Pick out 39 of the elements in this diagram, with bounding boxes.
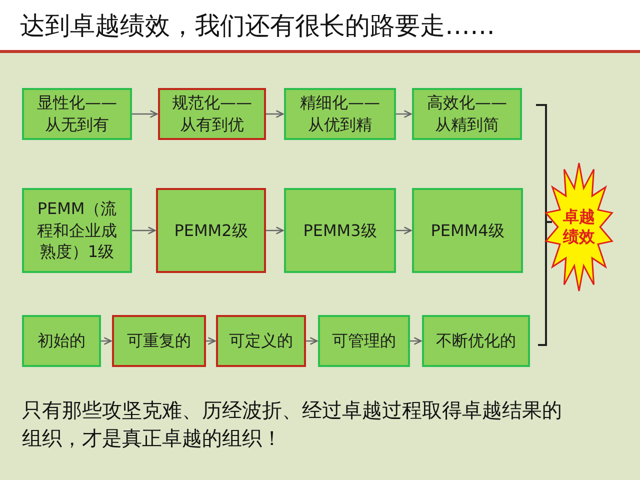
arrow: [132, 226, 156, 234]
process-box: [22, 315, 101, 367]
arrow: [396, 110, 412, 118]
process-box: [412, 88, 522, 140]
arrow: [132, 110, 158, 118]
box-label: 初始的: [38, 330, 86, 352]
process-box: [318, 315, 410, 367]
process-box: [22, 88, 132, 140]
box-label: PEMM2级: [174, 220, 248, 242]
arrow: [266, 226, 284, 234]
box-label: PEMM（流程和企业成熟度）1级: [36, 198, 118, 263]
process-box: [22, 188, 132, 273]
box-label: 规范化——从有到优: [171, 92, 253, 136]
arrow: [410, 337, 422, 345]
box-label: 可管理的: [332, 330, 396, 352]
note-text: 只有那些攻坚克难、历经波折、经过卓越过程取得卓越结果的组织，才是真正卓越的组织！: [22, 397, 563, 452]
box-label: 可重复的: [127, 330, 191, 352]
process-box: [216, 315, 306, 367]
process-box: [156, 188, 266, 273]
box-label: 可定义的: [229, 330, 293, 352]
process-box: [422, 315, 530, 367]
burst-label: 卓越绩效: [562, 207, 596, 247]
arrow: [306, 337, 318, 345]
arrow: [396, 226, 412, 234]
process-box: [112, 315, 206, 367]
arrow: [266, 110, 284, 118]
title: 达到卓越绩效，我们还有很长的路要走……: [20, 10, 495, 42]
process-box: [158, 88, 266, 140]
arrow: [206, 337, 216, 345]
box-label: 高效化——从精到简: [426, 92, 508, 136]
process-box: [284, 188, 396, 273]
box-label: 显性化——从无到有: [36, 92, 118, 136]
arrow: [101, 337, 112, 345]
box-label: PEMM4级: [430, 220, 504, 242]
box-label: PEMM3级: [303, 220, 377, 242]
box-label: 不断优化的: [436, 330, 516, 352]
process-box: [412, 188, 523, 273]
box-label: 精细化——从优到精: [299, 92, 381, 136]
process-box: [284, 88, 396, 140]
